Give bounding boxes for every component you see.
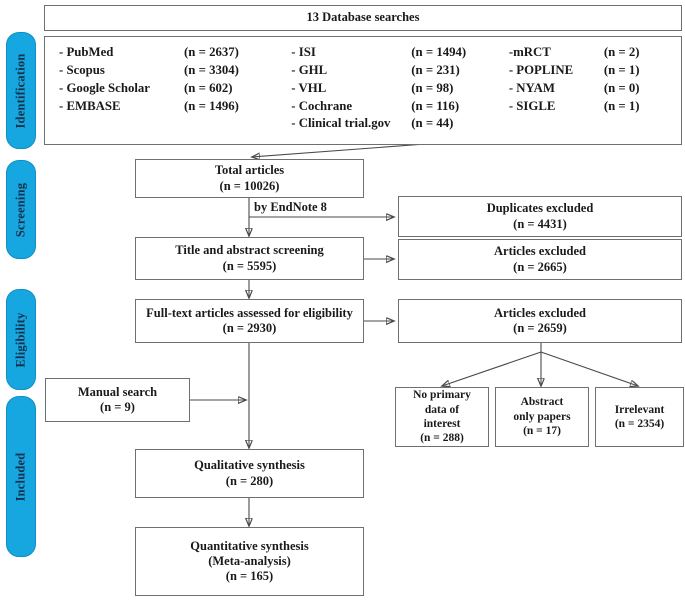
quantitative-synthesis-label: Quantitative synthesis bbox=[190, 538, 309, 553]
quantitative-synthesis-box: Quantitative synthesis (Meta-analysis) (… bbox=[135, 527, 364, 596]
database-entry: - EMBASE (n = 1496) bbox=[59, 99, 287, 114]
stage-label-screening: Screening bbox=[13, 182, 28, 237]
database-entry: - POPLINE (n = 1) bbox=[509, 63, 681, 78]
database-name: - ISI bbox=[291, 45, 316, 59]
database-name: - Scopus bbox=[59, 62, 105, 77]
quantitative-synthesis-subtitle: (Meta-analysis) bbox=[208, 553, 291, 568]
fulltext-assessed-box: Full-text articles assessed for eligibil… bbox=[135, 299, 364, 343]
database-entry: - Cochrane (n = 116) bbox=[291, 99, 503, 114]
database-count: (n = 1) bbox=[603, 98, 640, 113]
database-count: (n = 44) bbox=[411, 116, 454, 131]
articles-excluded-screening-count: (n = 2665) bbox=[513, 259, 567, 274]
qualitative-synthesis-box: Qualitative synthesis (n = 280) bbox=[135, 449, 364, 498]
exclusion-reason-count: (n = 17) bbox=[523, 425, 561, 438]
exclusion-reason-count: (n = 2354) bbox=[614, 418, 665, 430]
stage-label-included: Included bbox=[13, 452, 28, 501]
manual-search-label: Manual search bbox=[77, 384, 158, 399]
database-count: (n = 1494) bbox=[411, 45, 467, 59]
diagram-title-box: 13 Database searches bbox=[44, 5, 682, 31]
manual-search-count: (n = 9) bbox=[100, 400, 135, 414]
database-entry: - Clinical trial.gov (n = 44) bbox=[291, 116, 503, 131]
endnote-caption: by EndNote 8 bbox=[252, 200, 329, 215]
qualitative-synthesis-label: Qualitative synthesis bbox=[194, 458, 305, 473]
articles-excluded-eligibility-label: Articles excluded bbox=[494, 305, 586, 320]
exclusion-reason-line: Abstract bbox=[520, 396, 564, 409]
database-count: (n = 602) bbox=[184, 80, 233, 95]
title-abstract-screening-box: Title and abstract screening (n = 5595) bbox=[135, 237, 364, 280]
database-column-3: -mRCT (n = 2) - POPLINE (n = 1) - NYAM (… bbox=[503, 45, 681, 138]
exclusion-reason-count: (n = 288) bbox=[420, 432, 464, 445]
database-count: (n = 1) bbox=[603, 62, 640, 77]
database-count: (n = 3304) bbox=[184, 62, 239, 77]
database-entry: - PubMed (n = 2637) bbox=[59, 45, 287, 60]
database-count: (n = 98) bbox=[411, 80, 454, 95]
database-name: - NYAM bbox=[508, 80, 555, 95]
database-count: (n = 2) bbox=[603, 45, 640, 59]
database-name: - Google Scholar bbox=[59, 80, 150, 95]
database-column-1: - PubMed (n = 2637) - Scopus (n = 3304) … bbox=[45, 45, 287, 138]
database-count: (n = 116) bbox=[411, 98, 460, 113]
database-count: (n = 2637) bbox=[184, 45, 239, 59]
wire-excluded-to-noprimary bbox=[442, 351, 542, 386]
stage-bar-screening: Screening bbox=[6, 160, 36, 259]
database-name: - VHL bbox=[291, 80, 327, 95]
quantitative-synthesis-count: (n = 165) bbox=[225, 569, 274, 584]
title-abstract-screening-label: Title and abstract screening bbox=[175, 243, 324, 258]
database-name: - POPLINE bbox=[508, 62, 574, 77]
database-name: - EMBASE bbox=[59, 98, 121, 113]
database-count: (n = 0) bbox=[603, 80, 640, 95]
articles-excluded-screening-box: Articles excluded (n = 2665) bbox=[398, 239, 682, 280]
database-entry: - VHL (n = 98) bbox=[291, 81, 503, 96]
database-entry: - Scopus (n = 3304) bbox=[59, 63, 287, 78]
stage-bar-eligibility: Eligibility bbox=[6, 289, 36, 390]
exclusion-reason-line: No primary bbox=[413, 389, 471, 402]
diagram-title: 13 Database searches bbox=[306, 10, 420, 25]
exclusion-reason-box-abstract-only: Abstract only papers (n = 17) bbox=[495, 387, 589, 447]
fulltext-assessed-label: Full-text articles assessed for eligibil… bbox=[146, 305, 353, 320]
exclusion-reason-line: interest bbox=[423, 418, 461, 430]
stage-label-identification: Identification bbox=[13, 52, 28, 129]
exclusion-reason-line: only papers bbox=[513, 410, 571, 423]
duplicates-excluded-box: Duplicates excluded (n = 4431) bbox=[398, 196, 682, 237]
database-count: (n = 1496) bbox=[184, 98, 239, 113]
database-name: - Cochrane bbox=[291, 98, 353, 113]
database-entry: -mRCT (n = 2) bbox=[509, 45, 681, 60]
database-name: - Clinical trial.gov bbox=[291, 116, 391, 131]
stage-bar-included: Included bbox=[6, 396, 36, 557]
total-articles-count: (n = 10026) bbox=[219, 178, 280, 193]
wire-excluded-to-irrelevant bbox=[540, 351, 638, 386]
database-entry: - Google Scholar (n = 602) bbox=[59, 81, 287, 96]
database-name: - PubMed bbox=[59, 45, 114, 59]
database-name: - GHL bbox=[291, 62, 328, 77]
total-articles-box: Total articles (n = 10026) bbox=[135, 159, 364, 198]
stage-label-eligibility: Eligibility bbox=[13, 312, 28, 367]
database-entry: - NYAM (n = 0) bbox=[509, 81, 681, 96]
exclusion-reason-line: data of bbox=[424, 403, 460, 416]
articles-excluded-eligibility-count: (n = 2659) bbox=[513, 321, 567, 335]
title-abstract-screening-count: (n = 5595) bbox=[222, 258, 277, 273]
manual-search-box: Manual search (n = 9) bbox=[45, 378, 190, 422]
exclusion-reason-line: Irrelevant bbox=[614, 403, 665, 416]
database-entry: - SIGLE (n = 1) bbox=[509, 99, 681, 114]
qualitative-synthesis-count: (n = 280) bbox=[225, 473, 274, 488]
exclusion-reason-box-irrelevant: Irrelevant (n = 2354) bbox=[595, 387, 684, 447]
stage-bar-identification: Identification bbox=[6, 32, 36, 149]
database-count: (n = 231) bbox=[411, 62, 460, 77]
database-name: -mRCT bbox=[508, 45, 551, 59]
duplicates-excluded-label: Duplicates excluded bbox=[486, 201, 594, 216]
articles-excluded-eligibility-box: Articles excluded (n = 2659) bbox=[398, 299, 682, 343]
fulltext-assessed-count: (n = 2930) bbox=[222, 321, 277, 335]
total-articles-label: Total articles bbox=[214, 163, 285, 178]
exclusion-reason-box-no-primary-data: No primary data of interest (n = 288) bbox=[395, 387, 489, 447]
database-entry: - ISI (n = 1494) bbox=[291, 45, 503, 60]
database-sources-box: - PubMed (n = 2637) - Scopus (n = 3304) … bbox=[44, 36, 682, 145]
articles-excluded-screening-label: Articles excluded bbox=[494, 244, 586, 259]
database-entry: - GHL (n = 231) bbox=[291, 63, 503, 78]
database-column-2: - ISI (n = 1494) - GHL (n = 231) - VHL (… bbox=[287, 45, 503, 138]
database-name: - SIGLE bbox=[508, 98, 556, 113]
duplicates-excluded-count: (n = 4431) bbox=[513, 216, 567, 231]
